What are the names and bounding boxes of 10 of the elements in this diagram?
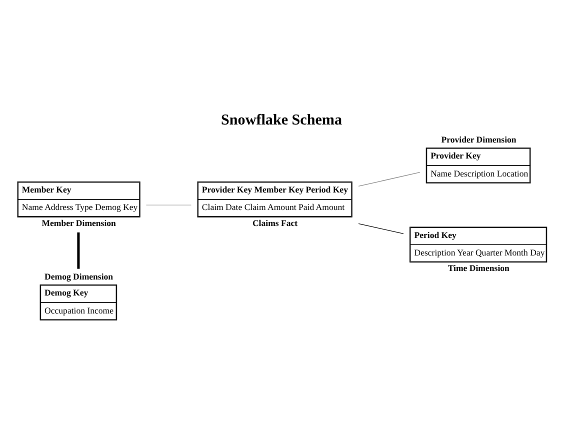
node-label: Provider Dimension [441,134,516,144]
node-label: Time Dimension [448,263,510,274]
connector [146,204,192,206]
connector [77,232,80,269]
node-label: Claims Fact [252,218,298,228]
diagram-title: Snowflake Schema [221,112,342,128]
node-label: Demog Dimension [44,271,114,282]
connector [358,223,404,234]
node-label: Member Dimension [42,218,116,228]
connector [358,172,420,187]
